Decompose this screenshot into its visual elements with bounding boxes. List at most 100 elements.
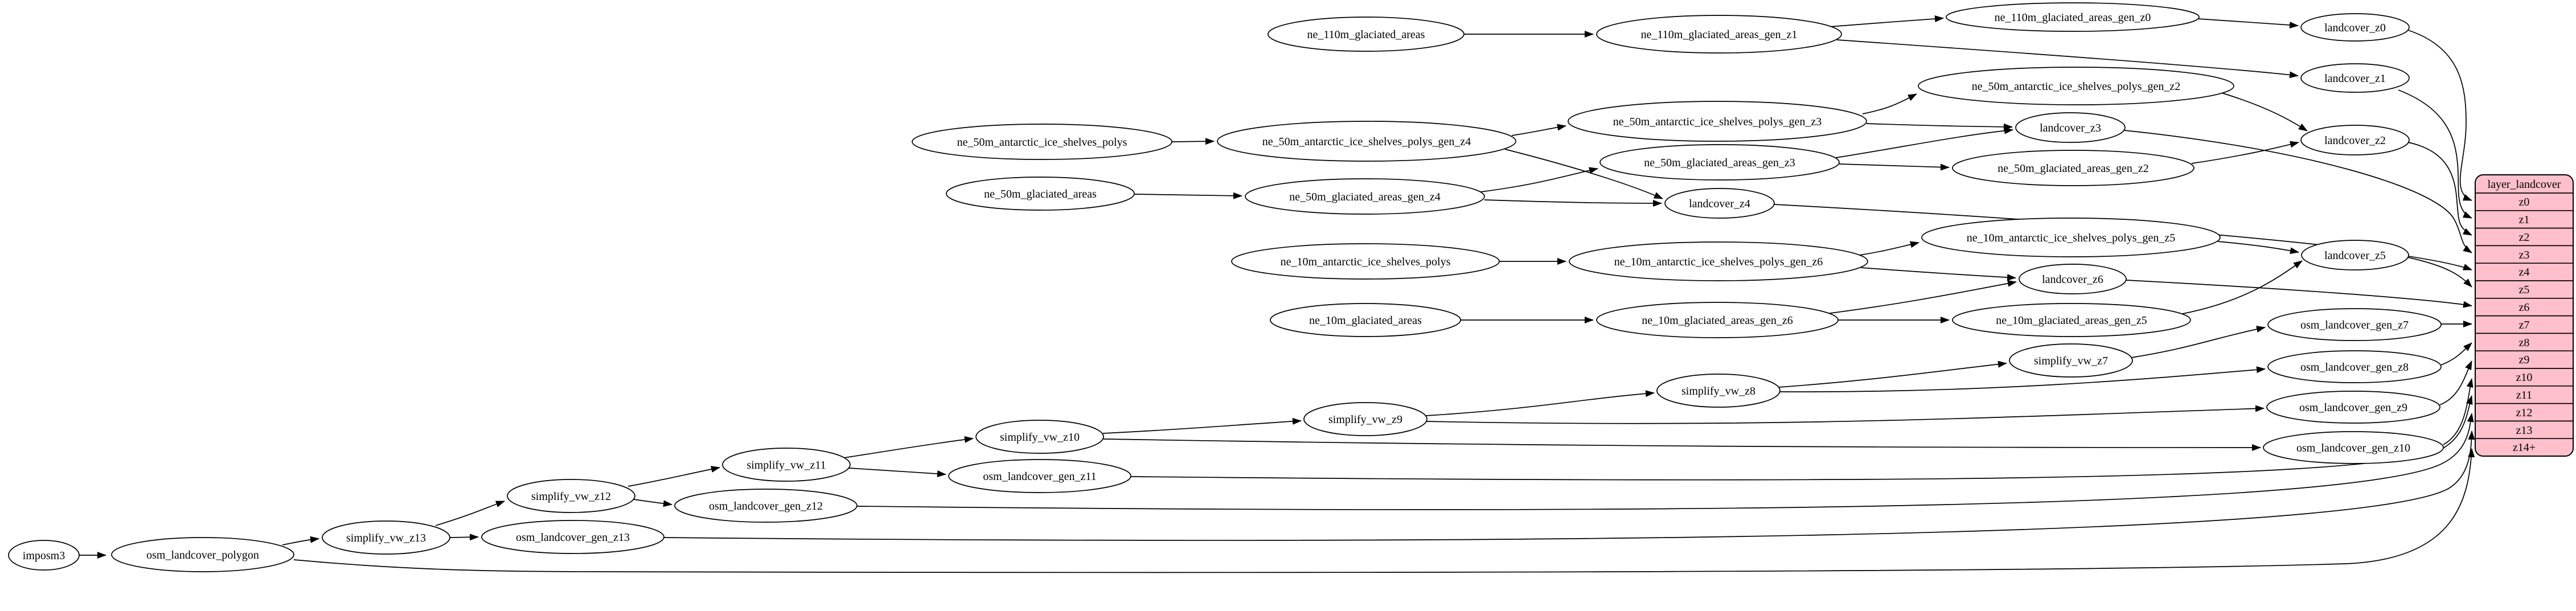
node-simplify_vw_z7-label: simplify_vw_z7 [2034, 355, 2108, 367]
edge-osm_landcover_polygon-simplify_vw_z13 [282, 536, 319, 546]
node-ne_50m_glaciated_areas_gen_z2-shape [1952, 150, 2194, 186]
edge-ne_50m_glaciated_areas_gen_z4-landcover_z4 [1484, 199, 1662, 207]
node-imposm3-shape [8, 540, 80, 571]
edge-simplify_vw_z11-osm_landcover_gen_z11 [848, 468, 946, 478]
edge-osm_landcover_gen_z12-layer_landcover_z12 [856, 413, 2474, 510]
node-landcover_z0-shape [2300, 13, 2410, 42]
edge-simplify_vw_z11-simplify_vw_z10 [843, 436, 974, 458]
node-simplify_vw_z7: simplify_vw_z7 [2009, 343, 2133, 378]
node-simplify_vw_z13-shape [322, 520, 450, 555]
edge-simplify_vw_z12-osm_landcover_gen_z12 [633, 499, 672, 507]
node-simplify_vw_z10-shape [975, 420, 1104, 454]
edge-osm_landcover_gen_z11-layer_landcover_z11 [1130, 395, 2473, 481]
layer-landcover-row-z2: z2 [2519, 231, 2530, 244]
node-osm_landcover_gen_z11-shape [948, 459, 1131, 493]
edge-simplify_vw_z10-simplify_vw_z9 [1102, 417, 1302, 434]
node-simplify_vw_z9-label: simplify_vw_z9 [1328, 413, 1402, 426]
node-osm_landcover_gen_z12: osm_landcover_gen_z12 [674, 489, 858, 523]
node-ne_10m_antarctic_ice_shelves_polys_gen_z5: ne_10m_antarctic_ice_shelves_polys_gen_z… [1921, 218, 2221, 257]
edge-osm_landcover_polygon-layer_landcover_z14 [293, 448, 2475, 573]
node-imposm3: imposm3 [8, 540, 80, 571]
node-ne_50m_glaciated_areas-shape [946, 177, 1135, 211]
edge-ne_50m_antarctic_ice_shelves_polys-ne_50m_antarctic_ice_shelves_polys_gen_z4 [1171, 138, 1215, 145]
layer-landcover-title: layer_landcover [2488, 178, 2561, 191]
node-ne_50m_glaciated_areas_gen_z2-label: ne_50m_glaciated_areas_gen_z2 [1997, 162, 2148, 175]
node-landcover_z4-label: landcover_z4 [1689, 198, 1750, 210]
node-landcover_z2: landcover_z2 [2300, 125, 2410, 155]
node-ne_50m_antarctic_ice_shelves_polys_gen_z3-label: ne_50m_antarctic_ice_shelves_polys_gen_z… [1613, 116, 1822, 128]
layer-landcover-row-z1: z1 [2519, 214, 2530, 226]
node-ne_10m_antarctic_ice_shelves_polys_gen_z6: ne_10m_antarctic_ice_shelves_polys_gen_z… [1569, 241, 1868, 281]
edge-ne_110m_glaciated_areas_gen_z0-landcover_z0 [2197, 18, 2299, 29]
edge-simplify_vw_z13-simplify_vw_z12 [435, 501, 505, 526]
node-osm_landcover_gen_z9-label: osm_landcover_gen_z9 [2299, 401, 2407, 414]
edge-ne_50m_antarctic_ice_shelves_polys_gen_z4-ne_50m_antarctic_ice_shelves_polys_gen_z3 [1511, 124, 1566, 136]
layer-landcover-row-z4: z4 [2519, 266, 2530, 278]
node-osm_landcover_gen_z7-label: osm_landcover_gen_z7 [2300, 319, 2409, 331]
node-osm_landcover_gen_z7: osm_landcover_gen_z7 [2267, 308, 2442, 341]
node-osm_landcover_gen_z10-shape [2263, 431, 2444, 464]
node-ne_50m_glaciated_areas_gen_z3-label: ne_50m_glaciated_areas_gen_z3 [1644, 157, 1795, 169]
layer-landcover-row-z13: z13 [2516, 424, 2533, 437]
node-ne_110m_glaciated_areas-label: ne_110m_glaciated_areas [1307, 28, 1425, 41]
edge-ne_110m_glaciated_areas_gen_z1-landcover_z1 [1836, 39, 2299, 79]
node-osm_landcover_gen_z11: osm_landcover_gen_z11 [948, 459, 1131, 493]
edge-ne_50m_glaciated_areas_gen_z3-ne_50m_glaciated_areas_gen_z2 [1839, 163, 1950, 171]
edge-landcover_z6-layer_landcover_z6 [2126, 280, 2472, 308]
node-landcover_z5: landcover_z5 [2301, 240, 2409, 270]
edge-ne_50m_glaciated_areas_gen_z3-landcover_z3 [1835, 127, 2013, 158]
edge-ne_10m_antarctic_ice_shelves_polys_gen_z5-landcover_z5 [2217, 241, 2299, 255]
node-simplify_vw_z13: simplify_vw_z13 [322, 520, 450, 555]
node-landcover_z6: landcover_z6 [2019, 264, 2127, 294]
node-simplify_vw_z8-shape [1656, 374, 1781, 408]
node-landcover_z0: landcover_z0 [2300, 13, 2410, 42]
layer-landcover-row-z11: z11 [2516, 389, 2532, 401]
node-osm_landcover_polygon: osm_landcover_polygon [111, 537, 294, 572]
edge-simplify_vw_z8-simplify_vw_z7 [1778, 360, 2007, 388]
node-osm_landcover_gen_z8: osm_landcover_gen_z8 [2267, 350, 2442, 383]
node-ne_110m_glaciated_areas_gen_z1-shape [1596, 15, 1842, 54]
node-ne_50m_antarctic_ice_shelves_polys_gen_z2-shape [1918, 67, 2234, 105]
node-ne_50m_glaciated_areas_gen_z2: ne_50m_glaciated_areas_gen_z2 [1952, 150, 2194, 186]
edge-osm_landcover_gen_z10-layer_landcover_z10 [2443, 378, 2474, 445]
node-simplify_vw_z12-label: simplify_vw_z12 [531, 490, 611, 503]
node-ne_110m_glaciated_areas_gen_z0-label: ne_110m_glaciated_areas_gen_z0 [1995, 11, 2151, 24]
layer-landcover-row-z14plus: z14+ [2513, 441, 2536, 454]
edge-osm_landcover_gen_z8-layer_landcover_z8 [2440, 342, 2472, 366]
node-ne_50m_antarctic_ice_shelves_polys_gen_z4-label: ne_50m_antarctic_ice_shelves_polys_gen_z… [1262, 136, 1471, 148]
layer-landcover-table: layer_landcover z0 z1 z2 z3 z4 z5 z6 z7 … [2475, 174, 2574, 457]
edge-ne_10m_antarctic_ice_shelves_polys_gen_z6-landcover_z6 [1860, 267, 2016, 281]
edge-ne_10m_glaciated_areas_gen_z6-landcover_z6 [1826, 280, 2017, 314]
edge-simplify_vw_z10-osm_landcover_gen_z10 [1103, 438, 2261, 451]
node-ne_10m_glaciated_areas_gen_z6-shape [1596, 302, 1839, 338]
edge-landcover_z0-layer_landcover_z0 [2407, 30, 2472, 201]
node-ne_10m_glaciated_areas_gen_z6-label: ne_10m_glaciated_areas_gen_z6 [1642, 314, 1792, 327]
node-ne_10m_glaciated_areas_gen_z5: ne_10m_glaciated_areas_gen_z5 [1952, 303, 2191, 337]
edge-simplify_vw_z13-osm_landcover_gen_z13 [449, 534, 479, 541]
node-ne_50m_antarctic_ice_shelves_polys_gen_z4: ne_50m_antarctic_ice_shelves_polys_gen_z… [1217, 121, 1516, 162]
node-landcover_z1-shape [2300, 63, 2410, 93]
edge-osm_landcover_gen_z13-layer_landcover_z13 [663, 430, 2475, 541]
layer-landcover-row-z8: z8 [2519, 337, 2530, 349]
edge-simplify_vw_z12-simplify_vw_z11 [627, 466, 720, 487]
node-ne_110m_glaciated_areas-shape [1268, 17, 1465, 52]
node-imposm3-label: imposm3 [23, 550, 65, 562]
node-ne_10m_antarctic_ice_shelves_polys-label: ne_10m_antarctic_ice_shelves_polys [1281, 256, 1451, 268]
node-landcover_z4-shape [1664, 188, 1775, 219]
node-ne_10m_antarctic_ice_shelves_polys_gen_z5-shape [1921, 218, 2221, 257]
node-osm_landcover_gen_z12-shape [674, 489, 858, 523]
node-simplify_vw_z10: simplify_vw_z10 [975, 420, 1104, 454]
node-ne_10m_glaciated_areas: ne_10m_glaciated_areas [1270, 303, 1461, 337]
node-simplify_vw_z7-shape [2009, 343, 2133, 378]
node-landcover_z3-shape [2015, 112, 2126, 143]
node-ne_50m_antarctic_ice_shelves_polys: ne_50m_antarctic_ice_shelves_polys [912, 124, 1172, 160]
node-simplify_vw_z12-shape [507, 479, 635, 513]
node-ne_10m_antarctic_ice_shelves_polys_gen_z5-label: ne_10m_antarctic_ice_shelves_polys_gen_z… [1967, 232, 2176, 244]
layer-landcover-row-z9: z9 [2519, 354, 2530, 366]
node-landcover_z5-shape [2301, 240, 2409, 270]
node-landcover_z6-shape [2019, 264, 2127, 294]
node-landcover_z2-label: landcover_z2 [2324, 134, 2386, 147]
node-osm_landcover_gen_z13-label: osm_landcover_gen_z13 [516, 531, 630, 544]
node-ne_110m_glaciated_areas: ne_110m_glaciated_areas [1268, 17, 1465, 52]
